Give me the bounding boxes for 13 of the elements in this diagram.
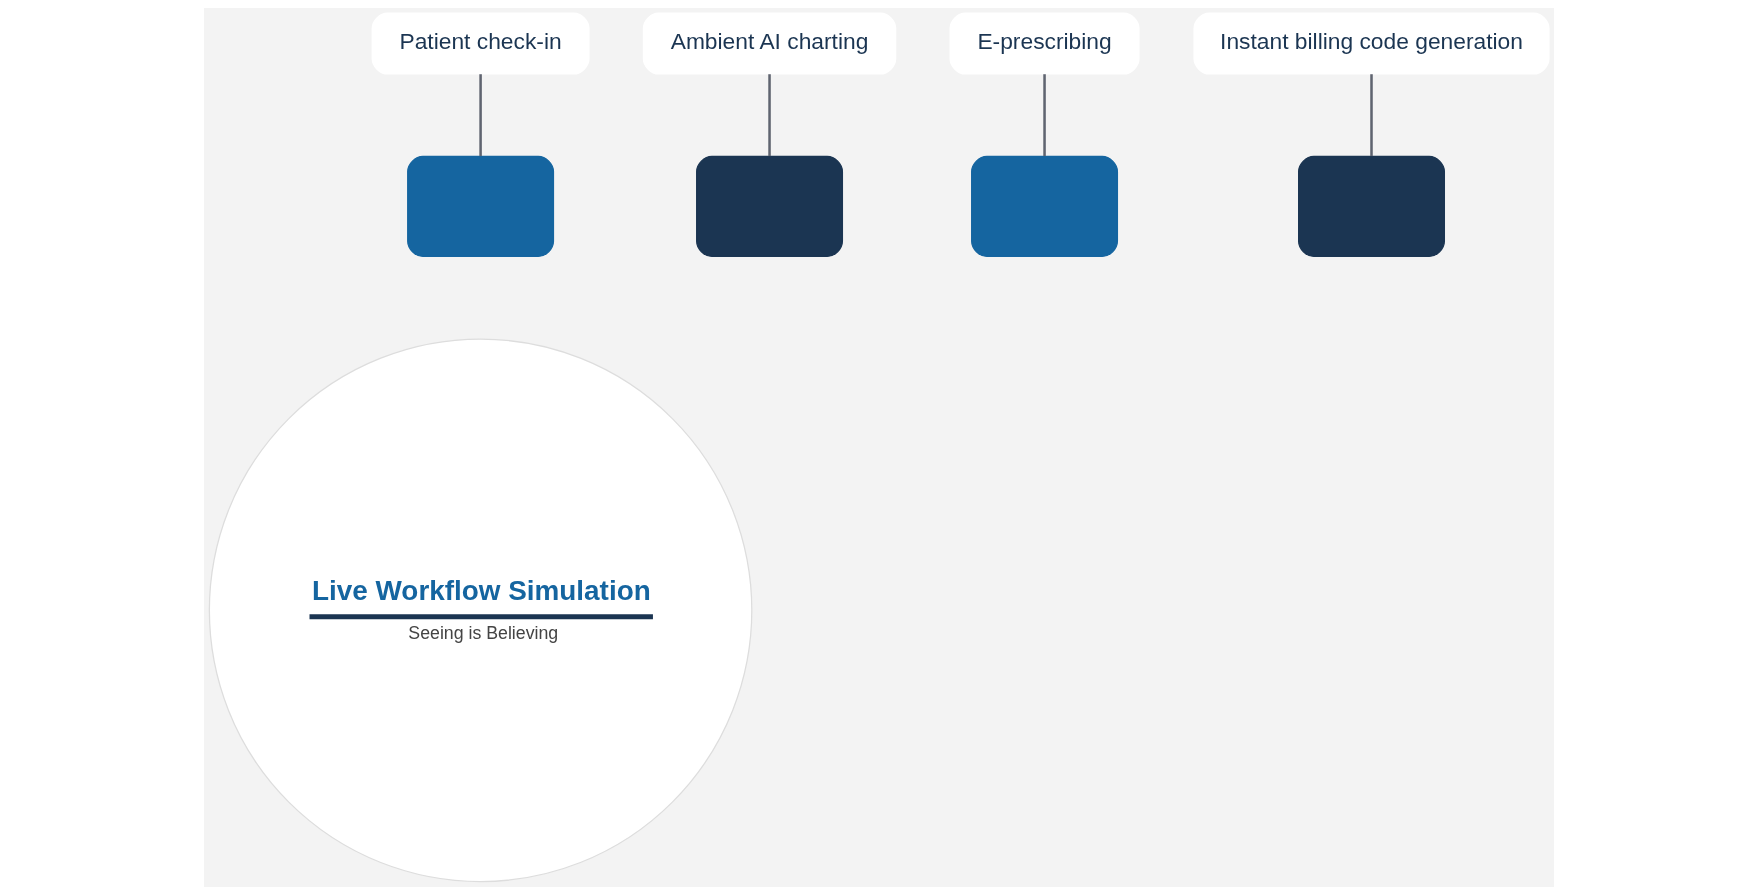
node-box	[407, 155, 555, 258]
connector	[1370, 74, 1373, 157]
node-box	[1298, 155, 1445, 258]
node-box: Ambient AI charting	[642, 12, 897, 75]
node-circle: Live Workflow Simulation Seeing is Believing	[208, 338, 753, 883]
connector	[1043, 74, 1046, 157]
node-box: E-prescribing	[949, 12, 1140, 75]
connector	[479, 74, 482, 157]
node-box	[971, 155, 1119, 258]
node-box	[696, 155, 844, 258]
node-box: Patient check-in	[371, 12, 590, 75]
node-box: Instant billing code generation	[1193, 12, 1550, 75]
connector	[768, 74, 771, 157]
